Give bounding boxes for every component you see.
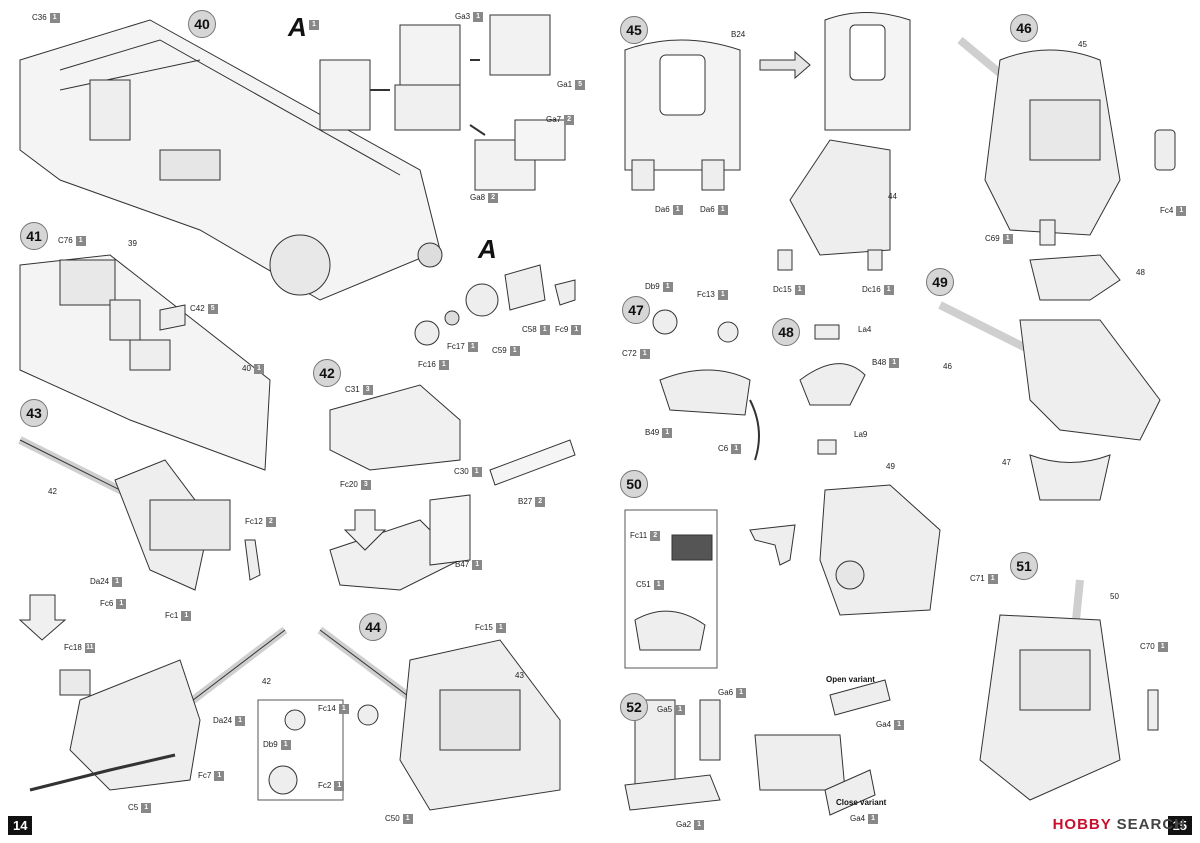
part-label: B24: [731, 30, 746, 39]
step-51-number: 51: [1010, 552, 1038, 580]
right-page-drawings: [624, 12, 1176, 816]
part-label: La9: [854, 430, 868, 439]
part-label: 48: [1136, 268, 1145, 277]
step-52-number: 52: [620, 693, 648, 721]
step-49-number: 49: [926, 268, 954, 296]
step-46-number: 46: [1010, 14, 1038, 42]
part-label: 47: [1002, 458, 1011, 467]
part-label: La4: [858, 325, 872, 334]
part-label: 45: [1078, 40, 1087, 49]
step-44-number: 44: [359, 613, 387, 641]
watermark-brand: HOBBY: [1052, 816, 1112, 833]
step-45-number: 45: [620, 16, 648, 44]
watermark: HOBBY SEARCH: [1053, 816, 1186, 833]
step-40-number: 40: [188, 10, 216, 38]
part-label: 46: [943, 362, 952, 371]
page-number: 15: [1167, 816, 1192, 835]
page-number: 14: [8, 816, 33, 835]
step-41-number: 41: [20, 222, 48, 250]
part-label: 39: [128, 239, 137, 248]
left-page-drawings: [18, 14, 576, 811]
step-42-number: 42: [313, 359, 341, 387]
part-label: 1: [306, 20, 319, 30]
part-label: 49: [886, 462, 895, 471]
step-48-number: 48: [772, 318, 800, 346]
part-label: 44: [888, 192, 897, 201]
callout-a-label: A: [288, 12, 307, 42]
close-variant-label: Close variant: [836, 798, 887, 807]
part-label: 50: [1110, 592, 1119, 601]
step-43-number: 43: [20, 399, 48, 427]
part-label: 43: [515, 671, 524, 680]
step-47-number: 47: [622, 296, 650, 324]
part-label: 42: [48, 487, 57, 496]
step-50-number: 50: [620, 470, 648, 498]
callout-a-detail-label: A: [478, 234, 497, 264]
part-label: 42: [262, 677, 271, 686]
open-variant-label: Open variant: [826, 675, 875, 684]
watermark-suffix: SEARCH: [1116, 816, 1186, 833]
